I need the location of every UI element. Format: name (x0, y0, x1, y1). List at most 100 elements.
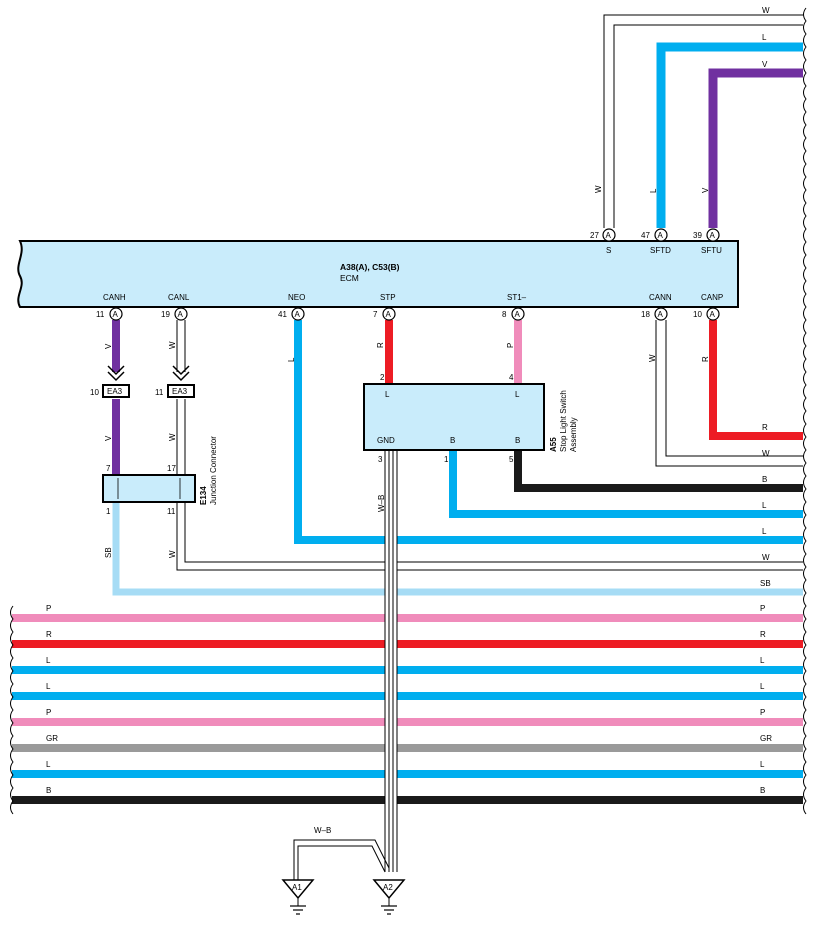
pin-name-s: S (606, 246, 611, 255)
pin-8-circle (511, 307, 525, 321)
ea3-label-2: EA3 (172, 387, 188, 396)
bus-label-right-5: P (760, 708, 765, 717)
bus-label-left-4: L (46, 682, 51, 691)
wire-label-stp-r: R (376, 342, 385, 348)
pin-num-18: 18 (641, 310, 650, 319)
pin-num-41: 41 (278, 310, 287, 319)
ea3-pin-11: 11 (155, 388, 164, 397)
bus-label-left-1: P (46, 604, 51, 613)
e134-pin-11: 11 (167, 507, 176, 516)
pin-name-canp: CANP (701, 293, 723, 302)
wire-s-w-inner (613, 24, 803, 228)
pin-27-conn: A (606, 231, 612, 240)
wire-label-e134-w: W (168, 550, 177, 558)
pin-39-circle (706, 228, 720, 242)
right-break-line (803, 7, 807, 815)
pin-18-circle (654, 307, 668, 321)
e134-pin-17: 17 (167, 464, 176, 473)
bus-label-right-8: B (760, 786, 765, 795)
wire-label-canp-r: R (701, 356, 710, 362)
pin-num-11: 11 (96, 310, 105, 319)
wire-canp-r (709, 320, 803, 440)
bus-label-left-7: L (46, 760, 51, 769)
wire-label-canh-v: V (104, 343, 113, 349)
e134-junction: 7 17 1 11 E134 Junction Connector (102, 436, 218, 516)
right-label-w: W (762, 449, 770, 458)
pin-41-circle (291, 307, 305, 321)
wire-sftd-l (656, 42, 803, 228)
wire-label-ea3-v: V (104, 435, 113, 441)
wire-s-w (603, 14, 803, 228)
ea3-box-1 (102, 384, 130, 398)
wire-sftu-v (708, 68, 803, 228)
pin-19-conn: A (178, 310, 184, 319)
pin-7-circle (382, 307, 396, 321)
a55-code: A55 (549, 437, 558, 452)
bus-label-left-5: P (46, 708, 51, 717)
pin-name-neo: NEO (288, 293, 305, 302)
ea3-pin-10: 10 (90, 388, 99, 397)
a55-pin-5: 5 (509, 455, 514, 464)
right-label-b: B (762, 475, 767, 484)
bus-label-left-2: R (46, 630, 52, 639)
pin-num-19: 19 (161, 310, 170, 319)
wire-label-v-top: V (762, 60, 768, 69)
pin-19-circle (174, 307, 188, 321)
pin-num-39: 39 (693, 231, 702, 240)
ecm-bottom-pins: 11 A 19 A 41 A 7 A 8 A 18 A 10 A (96, 307, 720, 321)
e134-code: E134 (199, 486, 208, 505)
pin-27-circle (602, 228, 616, 242)
a55-pin-4-name: L (515, 390, 520, 399)
pin-name-sftd: SFTD (650, 246, 671, 255)
ecm-code: A38(A), C53(B) (340, 262, 400, 272)
pin-name-cann: CANN (649, 293, 672, 302)
ecm-box: A38(A), C53(B) ECM 27 A S 47 A SFTD 39 A… (17, 228, 739, 308)
pin-name-canh: CANH (103, 293, 126, 302)
ea3-label-1: EA3 (107, 387, 123, 396)
pin-num-7: 7 (373, 310, 378, 319)
pin-47-circle (654, 228, 668, 242)
pin-num-10: 10 (693, 310, 702, 319)
gnd-wire: W–B W–B (293, 451, 398, 880)
a55-pin-1: 1 (444, 455, 449, 464)
pin-18-conn: A (658, 310, 664, 319)
gnd-branch-a1-2 (293, 839, 390, 880)
pin-10-circle (706, 307, 720, 321)
pin-name-canl: CANL (168, 293, 190, 302)
gnd-wire-label: W–B (377, 495, 386, 512)
pin-47-conn: A (658, 231, 664, 240)
a55-b1-name: B (450, 436, 455, 445)
right-label-l1: L (762, 501, 767, 510)
gnd-branch-a1 (297, 845, 386, 880)
a55-pin-2: 2 (380, 373, 385, 382)
wire-label-e134-sb: SB (104, 547, 113, 558)
left-break-marks (10, 605, 14, 815)
bus-label-left-6: GR (46, 734, 58, 743)
pin-name-stp: STP (380, 293, 396, 302)
ea3-chevron-1 (107, 365, 125, 382)
gnd-branch-label: W–B (314, 826, 331, 835)
ground-a2-triangle (372, 879, 406, 900)
a55-pin-4: 4 (509, 373, 514, 382)
bus-label-right-3: L (760, 656, 765, 665)
bus-label-right-6: GR (760, 734, 772, 743)
wire-label-w-top: W (762, 6, 770, 15)
pin-num-8: 8 (502, 310, 507, 319)
gnd-wire-shield (385, 451, 397, 871)
bus-label-left-8: B (46, 786, 51, 795)
right-label-sb: SB (760, 579, 771, 588)
a55-body (363, 383, 545, 451)
wire-label-v-vert: V (701, 187, 710, 193)
ground-a2-label: A2 (383, 883, 393, 892)
pin-num-47: 47 (641, 231, 650, 240)
a55-pin-3: 3 (378, 455, 383, 464)
e134-pin-1: 1 (106, 507, 111, 516)
wire-label-w-vert: W (594, 185, 603, 193)
wire-cann-w-inner (665, 320, 803, 457)
right-labels: R W B L L W SB (760, 423, 771, 588)
right-label-l2: L (762, 527, 767, 536)
left-break-line (10, 605, 14, 815)
a55-switch: 2 4 L L GND B B 3 1 5 A55 Stop Light Swi… (363, 373, 578, 464)
pin-41-conn: A (295, 310, 301, 319)
